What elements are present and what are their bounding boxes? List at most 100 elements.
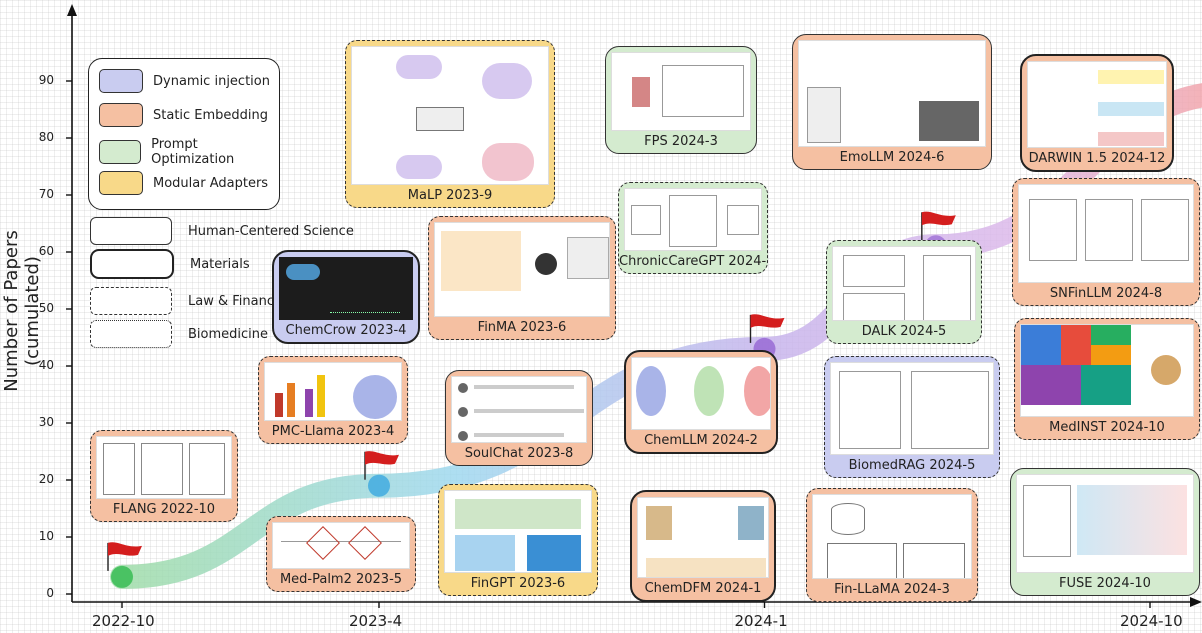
card-caption: DARWIN 1.5 2024-12 [1028, 151, 1166, 166]
legend-border-sample [90, 217, 172, 245]
paper-figure-thumbnail [434, 222, 610, 317]
card-chemllm: ChemLLM 2024-2 [624, 350, 778, 454]
y-tick-label: 90 [38, 73, 54, 87]
card-chemcrow: ChemCrow 2023-4 [272, 250, 420, 344]
legend-label: Static Embedding [153, 107, 269, 123]
x-tick-label: 2024-10 [1120, 612, 1183, 630]
red-flag-icon [108, 542, 142, 556]
legend-label: Materials [190, 256, 250, 272]
card-caption: ChemDFM 2024-1 [644, 581, 762, 596]
card-finma: FinMA 2023-6 [428, 216, 616, 340]
x-axis-arrow [1190, 597, 1202, 607]
y-tick-label: 10 [38, 529, 54, 543]
legend-label: Modular Adapters [153, 175, 269, 191]
card-flang: FLANG 2022-10 [90, 430, 238, 522]
legend-item-human-centered-science: Human-Centered Science [90, 217, 354, 245]
card-fuse: FUSE 2024-10 [1010, 468, 1200, 596]
card-soulchat: SoulChat 2023-8 [445, 370, 593, 466]
card-caption: FUSE 2024-10 [1059, 576, 1151, 591]
card-darwin: DARWIN 1.5 2024-12 [1020, 54, 1174, 172]
card-caption: ChemLLM 2024-2 [644, 433, 758, 448]
card-caption: EmoLLM 2024-6 [839, 150, 945, 165]
paper-figure-thumbnail [812, 494, 972, 579]
y-tick-label: 20 [38, 472, 54, 486]
paper-figure-thumbnail [1020, 324, 1194, 417]
paper-figure-thumbnail [96, 436, 232, 499]
card-malp: MaLP 2023-9 [345, 40, 555, 208]
card-caption: ChemCrow 2023-4 [285, 323, 407, 338]
paper-figure-thumbnail [637, 497, 769, 578]
paper-figure-thumbnail [279, 257, 413, 320]
card-snfinllm: SNFinLLM 2024-8 [1012, 178, 1200, 306]
legend-swatch [99, 140, 142, 164]
card-caption: Fin-LLaMA 2024-3 [834, 582, 950, 597]
card-caption: ChronicCareGPT 2024-1 [619, 254, 768, 269]
card-caption: FLANG 2022-10 [112, 502, 216, 517]
paper-figure-thumbnail [1027, 61, 1167, 148]
milestone-point [111, 565, 133, 588]
card-caption: MedINST 2024-10 [1049, 420, 1165, 435]
paper-figure-thumbnail [798, 40, 986, 147]
card-emollm: EmoLLM 2024-6 [792, 34, 992, 170]
card-fps: FPS 2024-3 [605, 46, 757, 154]
card-caption: MaLP 2023-9 [407, 188, 493, 203]
y-tick-label: 0 [46, 586, 54, 600]
legend-item-prompt-optimization: Prompt Optimization [99, 137, 279, 167]
legend-border-sample [90, 320, 172, 348]
card-caption: SoulChat 2023-8 [464, 446, 574, 461]
legend-label: Biomedicine [188, 326, 269, 342]
y-tick-label: 50 [38, 301, 54, 315]
x-tick-label: 2022-10 [92, 612, 155, 630]
card-caption: BiomedRAG 2024-5 [848, 458, 976, 473]
paper-figure-thumbnail [631, 357, 771, 430]
card-fin-llama: Fin-LLaMA 2024-3 [806, 488, 978, 602]
card-pmc-llama: PMC-Llama 2023-4 [258, 356, 408, 444]
paper-figure-thumbnail [264, 362, 402, 421]
paper-figure-thumbnail [830, 362, 994, 455]
legend-item-biomedicine: Biomedicine [90, 320, 268, 348]
legend-label: Dynamic injection [153, 73, 270, 89]
card-caption: FinMA 2023-6 [477, 320, 567, 335]
paper-figure-thumbnail [1018, 184, 1194, 283]
milestone-point [368, 474, 390, 497]
legend-border-sample [90, 287, 172, 315]
paper-figure-thumbnail [351, 46, 549, 185]
y-tick-label: 40 [38, 358, 54, 372]
red-flag-icon [750, 314, 785, 328]
y-tick-label: 60 [38, 244, 54, 258]
card-medinst: MedINST 2024-10 [1014, 318, 1200, 440]
card-fingpt: FinGPT 2023-6 [438, 484, 598, 596]
legend-item-static-embedding: Static Embedding [99, 103, 268, 127]
legend-swatch [99, 103, 143, 127]
legend-swatch [99, 69, 143, 93]
paper-figure-thumbnail [272, 522, 410, 569]
legend-label: Prompt Optimization [151, 137, 235, 167]
red-flag-icon [921, 211, 956, 226]
paper-figure-thumbnail [1016, 474, 1194, 573]
legend-item-materials: Materials [90, 249, 250, 279]
legend-item-law-finance: Law & Finance [90, 287, 282, 315]
y-axis-arrow [67, 4, 77, 16]
card-caption: FPS 2024-3 [644, 134, 718, 149]
card-chroniccaregpt: ChronicCareGPT 2024-1 [618, 182, 768, 274]
y-tick-label: 70 [38, 187, 54, 201]
legend-item-modular-adapters: Modular Adapters [99, 171, 268, 195]
x-tick-label: 2023-4 [349, 612, 403, 630]
paper-figure-thumbnail [832, 246, 976, 321]
y-tick-label: 30 [38, 415, 54, 429]
card-caption: PMC-Llama 2023-4 [271, 424, 395, 439]
card-chemdfm: ChemDFM 2024-1 [630, 490, 776, 602]
legend-label: Law & Finance [188, 293, 282, 309]
legend-item-dynamic-injection: Dynamic injection [99, 69, 270, 93]
card-med-palm2: Med-Palm2 2023-5 [266, 516, 416, 592]
paper-figure-thumbnail [444, 490, 592, 573]
paper-figure-thumbnail [611, 52, 751, 131]
legend-swatch [99, 171, 143, 195]
card-caption: SNFinLLM 2024-8 [1049, 286, 1163, 301]
card-caption: DALK 2024-5 [861, 324, 947, 339]
red-flag-icon [365, 451, 399, 465]
y-tick-label: 80 [38, 130, 54, 144]
card-biomedrag: BiomedRAG 2024-5 [824, 356, 1000, 478]
legend-label: Human-Centered Science [188, 223, 354, 239]
x-tick-label: 2024-1 [734, 612, 788, 630]
